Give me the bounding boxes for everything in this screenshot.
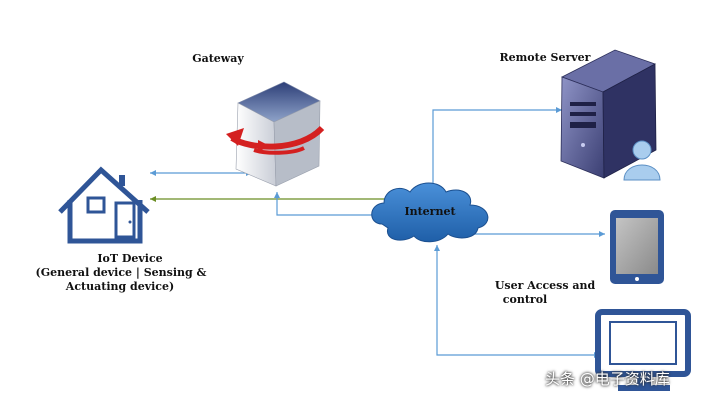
- house-icon: [58, 166, 150, 244]
- iot-device-subtitle-line2: Actuating device): [65, 280, 175, 293]
- internet-computer-link: [434, 245, 600, 358]
- computer-icon: [595, 309, 691, 391]
- user-access-label-line2: control: [502, 293, 548, 306]
- gateway-label: Gateway: [192, 52, 244, 65]
- user-icon: [623, 140, 661, 181]
- gateway-icon: [226, 81, 325, 187]
- connections: [150, 107, 605, 358]
- watermark: 头条 @电子资料库: [545, 370, 670, 388]
- tablet-icon: [610, 210, 664, 284]
- internet-cloud-icon: [371, 182, 489, 243]
- remote-server-label: Remote Server: [499, 51, 591, 64]
- iot-device-title: IoT Device: [97, 252, 163, 265]
- iot-device-subtitle-line1: (General device | Sensing &: [35, 266, 207, 279]
- internet-label: Internet: [404, 205, 456, 218]
- user-access-label-line1: User Access and: [494, 279, 596, 292]
- server-icon: [560, 49, 657, 179]
- gateway-internet-link: [274, 192, 378, 218]
- internet-server-link: [430, 107, 562, 190]
